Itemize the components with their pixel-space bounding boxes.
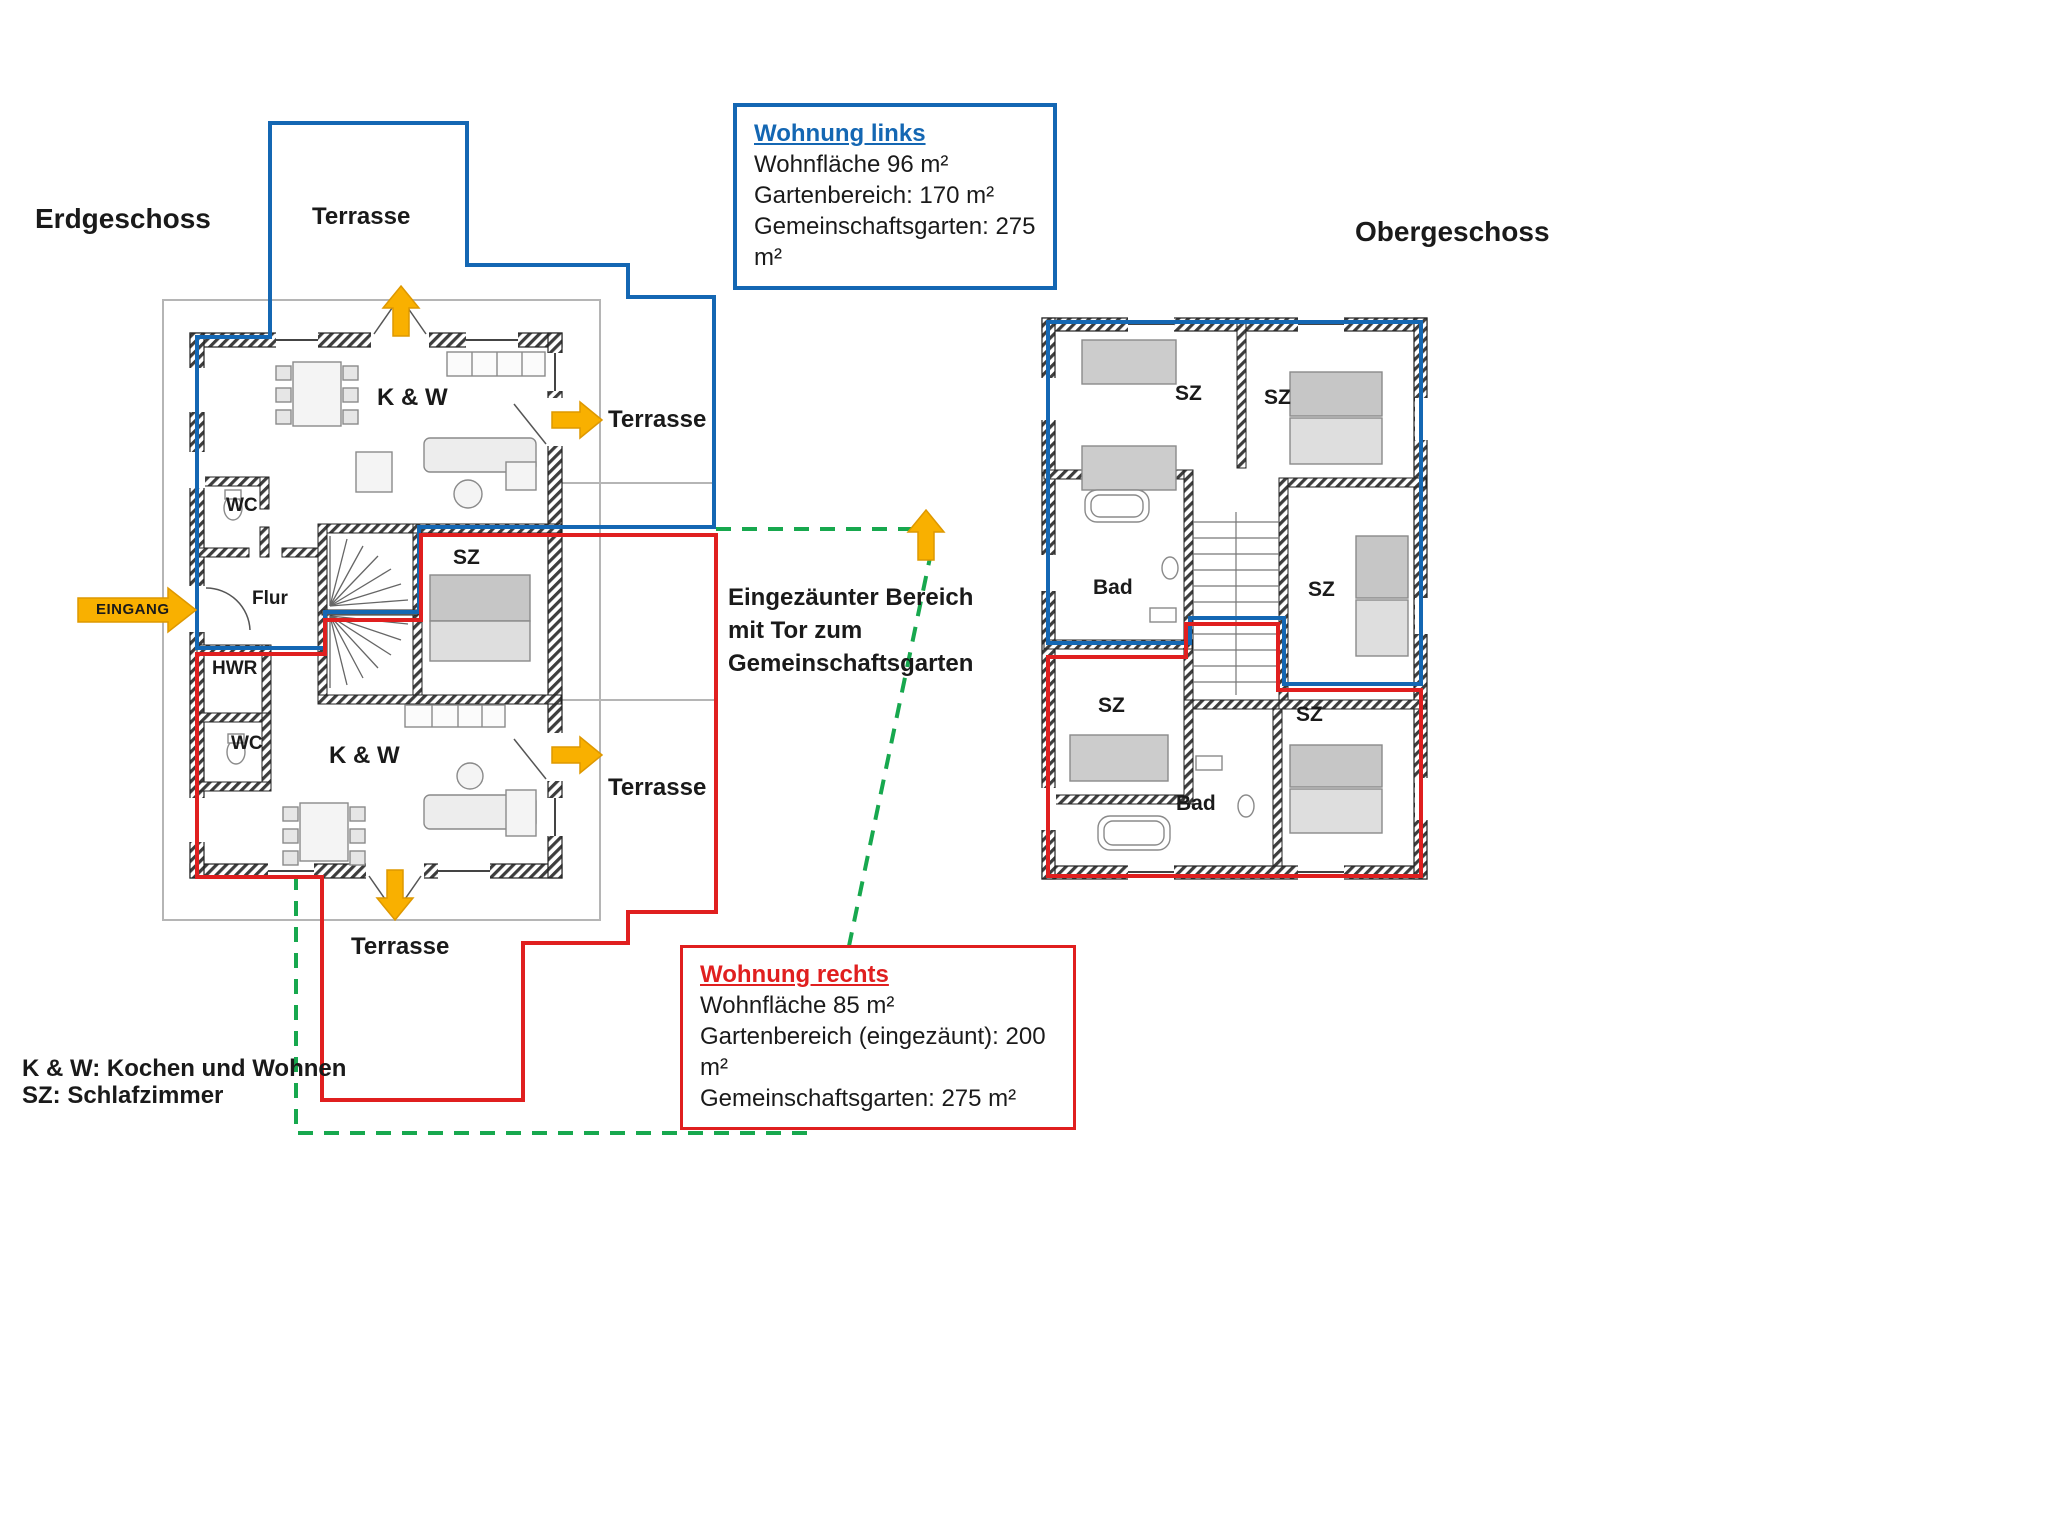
apartment-left-shared-garden: Gemeinschaftsgarten: 275 m²	[754, 213, 1036, 271]
label-sz-eg: SZ	[453, 546, 480, 569]
apartment-left-title: Wohnung links	[754, 120, 926, 147]
garden-gate-arrow-icon	[906, 508, 946, 561]
label-wc-lower: WC	[231, 733, 263, 754]
og-furniture	[1069, 339, 1409, 851]
label-bad-og-lower: Bad	[1176, 792, 1216, 815]
legend-kw: K & W: Kochen und Wohnen	[22, 1055, 347, 1082]
label-flur: Flur	[252, 588, 288, 609]
apartment-right-boundary-eg	[195, 533, 718, 1102]
apartment-left-boundary-eg	[195, 121, 716, 650]
apartment-right-shared-garden: Gemeinschaftsgarten: 275 m²	[700, 1085, 1017, 1112]
ground-floor-heading: Erdgeschoss	[35, 203, 211, 234]
label-entrance: EINGANG	[96, 601, 170, 618]
direction-arrows	[77, 284, 946, 922]
label-sz-og-mid-right: SZ	[1308, 578, 1335, 601]
legend-sz: SZ: Schlafzimmer	[22, 1082, 224, 1109]
og-interior-walls	[1043, 317, 1427, 867]
label-sz-og-bottom-left: SZ	[1098, 694, 1125, 717]
apartment-right-title: Wohnung rechts	[700, 961, 889, 988]
label-kw-upper: K & W	[377, 384, 448, 411]
fenced-area-note-line2: mit Tor zum	[728, 617, 863, 644]
og-stairs	[1193, 512, 1279, 695]
arrow-up-top-terrace-icon	[381, 284, 421, 337]
arrow-down-bottom-terrace-icon	[375, 869, 415, 922]
entrance-arrow-icon	[77, 586, 198, 634]
label-sz-og-top-right: SZ	[1264, 386, 1291, 409]
label-terrace-right-lower: Terrasse	[608, 774, 707, 801]
apartment-left-garden-area: Gartenbereich: 170 m²	[754, 182, 995, 209]
fence-perimeter	[294, 547, 934, 1135]
label-kw-lower: K & W	[329, 742, 400, 769]
fenced-area-note-line3: Gemeinschaftsgarten	[728, 650, 974, 677]
label-hwr: HWR	[212, 658, 258, 679]
apartment-right-boundary-og	[1046, 622, 1423, 878]
label-sz-og-bottom-right: SZ	[1296, 703, 1323, 726]
fenced-area-note-line1: Eingezäunter Bereich	[728, 584, 974, 611]
label-terrace-right-upper: Terrasse	[608, 406, 707, 433]
arrow-right-upper-terrace-icon	[551, 400, 604, 440]
label-sz-og-top-left: SZ	[1175, 382, 1202, 405]
label-wc-upper: WC	[226, 495, 258, 516]
label-terrace-top: Terrasse	[312, 203, 411, 230]
apartment-left-infobox: Wohnung links Wohnfläche 96 m² Gartenber…	[733, 103, 1057, 290]
eg-stairs	[329, 536, 409, 688]
fenced-area-outline	[294, 527, 948, 1135]
eg-furniture	[223, 351, 546, 866]
apartment-left-living-area: Wohnfläche 96 m²	[754, 151, 949, 178]
apartment-right-infobox: Wohnung rechts Wohnfläche 85 m² Gartenbe…	[680, 945, 1076, 1130]
apartment-right-living-area: Wohnfläche 85 m²	[700, 992, 895, 1019]
arrow-right-lower-terrace-icon	[551, 735, 604, 775]
apartment-right-garden-area: Gartenbereich (eingezäunt): 200 m²	[700, 1023, 1046, 1081]
label-bad-og-upper: Bad	[1093, 576, 1133, 599]
fenced-area-note: Eingezäunter Bereich mit Tor zum Gemeins…	[728, 581, 973, 680]
upper-floor-heading: Obergeschoss	[1355, 216, 1550, 247]
apartment-left-boundary-og	[1046, 320, 1423, 686]
label-terrace-bottom: Terrasse	[351, 933, 450, 960]
